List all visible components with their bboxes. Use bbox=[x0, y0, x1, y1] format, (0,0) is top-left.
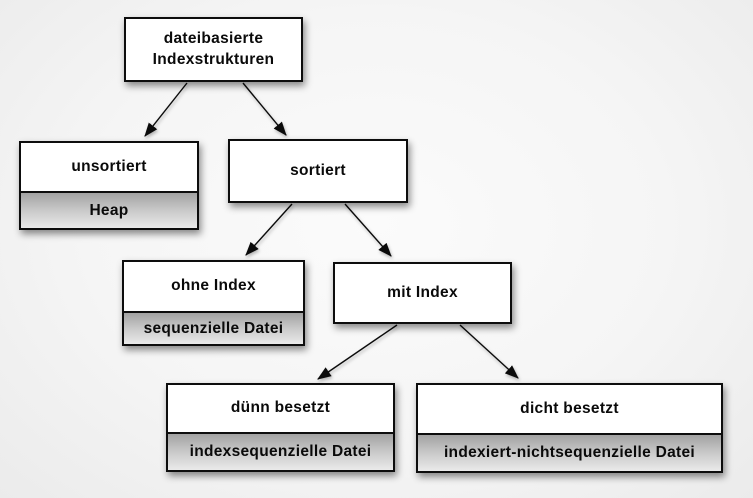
node-label: mit Index bbox=[387, 283, 458, 301]
node-label: sortiert bbox=[290, 161, 346, 179]
edge-mit-index-duenn bbox=[317, 324, 398, 380]
node-sublabel: sequenzielle Datei bbox=[124, 311, 303, 344]
edge-mit-index-dicht bbox=[459, 324, 519, 379]
node-label: dünn besetzt bbox=[230, 399, 331, 417]
node-label: ohne Index bbox=[171, 277, 256, 295]
node-dicht-besetzt: dicht besetzt indexiert-nichtsequenziell… bbox=[416, 383, 723, 473]
node-sublabel: Heap bbox=[21, 191, 197, 228]
edge-root-unsortiert bbox=[144, 82, 188, 137]
node-label: unsortiert bbox=[71, 157, 147, 175]
node-sublabel: indexsequenzielle Datei bbox=[168, 432, 393, 470]
edge-sortiert-mit-index bbox=[344, 203, 392, 257]
edge-root-sortiert bbox=[242, 82, 287, 136]
node-label: dateibasierte Indexstrukturen bbox=[152, 30, 275, 68]
node-sublabel: indexiert-nichtsequenzielle Datei bbox=[418, 433, 721, 471]
node-label: dicht besetzt bbox=[520, 399, 619, 417]
node-sortiert: sortiert bbox=[228, 139, 408, 203]
node-dateibasierte-indexstrukturen: dateibasierte Indexstrukturen bbox=[124, 17, 303, 82]
node-mit-index: mit Index bbox=[333, 262, 512, 324]
edge-sortiert-ohne-index bbox=[245, 203, 293, 256]
node-duenn-besetzt: dünn besetzt indexsequenzielle Datei bbox=[166, 383, 395, 472]
node-ohne-index: ohne Index sequenzielle Datei bbox=[122, 260, 305, 346]
node-unsortiert: unsortiert Heap bbox=[19, 141, 199, 230]
